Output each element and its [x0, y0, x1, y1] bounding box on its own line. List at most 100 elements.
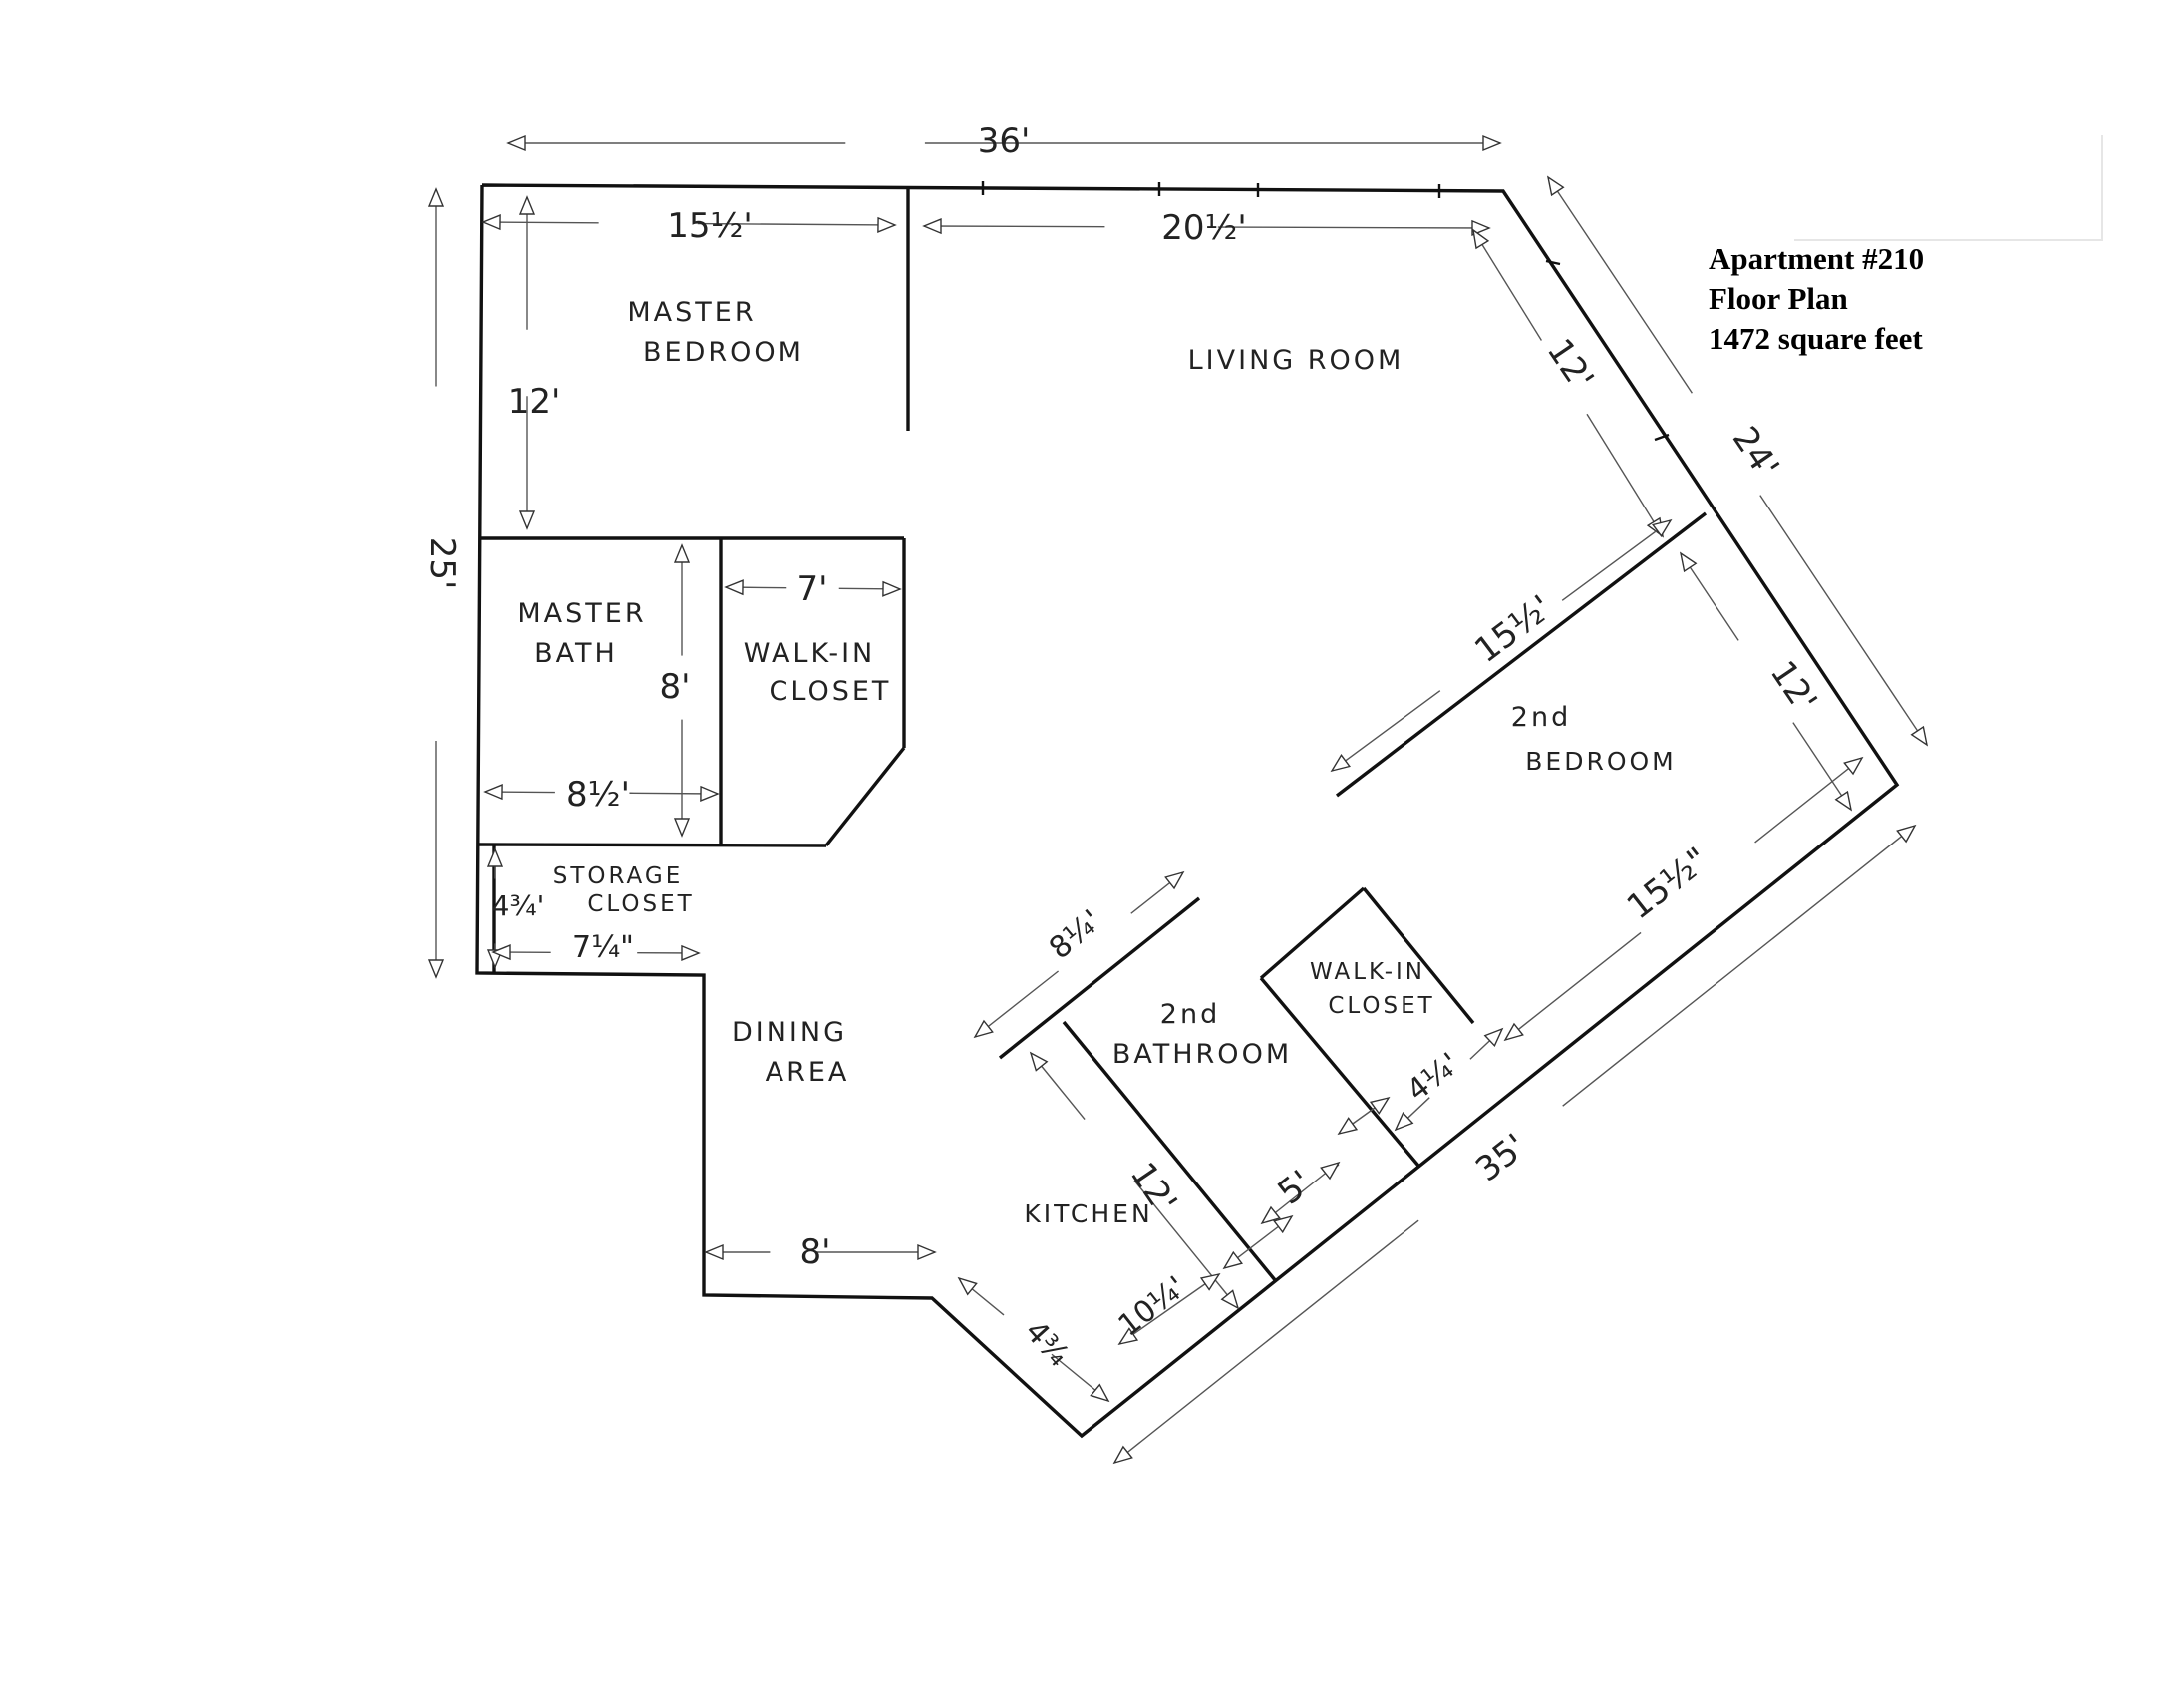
room-label-master-bath-l1: MASTER — [517, 598, 646, 629]
dim-label-storage-depth: 4¾' — [492, 889, 545, 922]
scan-edge-line — [1794, 239, 2103, 241]
scan-edge-line — [2101, 135, 2103, 240]
dim-label-kitchen-width: 10¼' — [1112, 1269, 1193, 1343]
wall-closet2-bottom — [1259, 976, 1420, 1168]
room-label-storage-closet-l1: STORAGE — [553, 863, 684, 889]
room-label-storage-closet-l2: CLOSET — [587, 891, 694, 917]
dim-label-bathroom-wall: 8¼' — [1043, 903, 1108, 966]
dim-master-bath-width-end-arrowhead — [700, 785, 720, 802]
wall-tick — [1654, 433, 1670, 442]
dim-dining-width-end-arrowhead — [917, 1243, 937, 1261]
dim-kitchen-width-left-start-arrowhead — [1117, 1327, 1139, 1346]
dim-corner-wall-start-arrowhead — [957, 1276, 978, 1296]
dim-bathroom-wall-end-arrowhead — [1164, 870, 1185, 890]
dim-label-dining-width: 8' — [800, 1232, 831, 1272]
dim-second-bedroom-depth-end-arrowhead — [1834, 790, 1853, 812]
room-label-second-bedroom-l1: 2nd — [1511, 702, 1571, 733]
dim-storage-width-start-arrowhead — [491, 944, 511, 961]
dim-living-room-diag-start-arrowhead — [1472, 228, 1490, 250]
room-label-master-bath-l2: BATH — [534, 638, 618, 669]
dim-living-room-width — [923, 225, 1105, 228]
title-block: Apartment #210 Floor Plan 1472 square fe… — [1709, 239, 1924, 359]
dim-label-walk-in-closet-2-width: 4¼' — [1401, 1046, 1466, 1108]
dim-living-room-diag — [1586, 413, 1664, 537]
dim-overall-width-end-arrowhead — [1482, 134, 1502, 152]
wall-bath-top-diag — [998, 896, 1201, 1060]
apartment-number: Apartment #210 — [1709, 241, 1925, 276]
wall-bath-bottom — [477, 843, 827, 847]
dim-kitchen-width-right-end-arrowhead — [1273, 1214, 1294, 1234]
wall-ticks — [981, 181, 1670, 442]
dim-storage-depth-start-arrowhead — [486, 847, 504, 867]
dim-bathroom-wall — [974, 970, 1060, 1038]
dim-master-bedroom-width-start-arrowhead — [481, 214, 501, 231]
dim-bathroom-width-left-end-arrowhead — [1320, 1161, 1341, 1181]
dim-label-living-room-width: 20½' — [1161, 208, 1247, 248]
dim-bathroom-width-left-start-arrowhead — [1260, 1205, 1281, 1225]
dim-living-partition-end-arrowhead — [1652, 518, 1673, 537]
dim-diagonal-bottom — [1562, 825, 1916, 1107]
room-label-dining-area-l1: DINING — [732, 1017, 847, 1048]
room-label-kitchen: KITCHEN — [1024, 1199, 1152, 1228]
room-label-walk-in-closet-2-l2: CLOSET — [1328, 993, 1434, 1019]
dim-master-bedroom-width — [697, 222, 896, 226]
dim-walk-in-closet-2-width-end-arrowhead — [1483, 1027, 1504, 1048]
dim-label-diagonal-bottom: 35' — [1468, 1126, 1534, 1189]
wall-living-partition — [1335, 511, 1708, 798]
dim-living-partition — [1561, 519, 1672, 601]
dim-diagonal-bottom-end-arrowhead — [1896, 824, 1917, 844]
dim-walk-in-closet-width-end-arrowhead — [882, 580, 902, 597]
dim-living-room-diag — [1472, 229, 1542, 341]
dim-label-bathroom-width: 5' — [1271, 1163, 1320, 1213]
wall-closet-corner — [824, 746, 906, 847]
room-label-walk-in-closet-l1: WALK-IN — [744, 638, 876, 669]
dim-master-bedroom-width-end-arrowhead — [877, 216, 897, 233]
dim-label-corner-wall: 4¾ — [1018, 1314, 1076, 1373]
dim-overall-height-start-arrowhead — [427, 187, 445, 207]
dim-label-overall-width: 36' — [978, 121, 1031, 161]
dim-label-walk-in-closet-width: 7' — [797, 569, 828, 609]
dim-kitchen-width-left — [1118, 1273, 1220, 1345]
room-label-walk-in-closet-l2: CLOSET — [770, 676, 892, 707]
room-label-dining-area-l2: AREA — [766, 1057, 850, 1088]
dim-second-bedroom-width-end-arrowhead — [1843, 756, 1864, 776]
dim-master-bedroom-depth-end-arrowhead — [518, 510, 536, 530]
dim-walk-in-closet-2-width-start-arrowhead — [1394, 1111, 1414, 1132]
dim-overall-height-end-arrowhead — [427, 959, 445, 979]
wall-tick — [1545, 259, 1561, 266]
outer-wall — [475, 183, 1900, 1439]
dim-dining-width-start-arrowhead — [704, 1243, 724, 1261]
dim-master-bedroom-width — [482, 221, 599, 224]
wall-closet2-left — [1259, 886, 1366, 980]
dim-walk-in-closet-width-start-arrowhead — [724, 579, 744, 596]
dim-label-master-bath-width: 8½' — [566, 775, 630, 815]
dim-storage-width-end-arrowhead — [681, 944, 701, 961]
dim-label-master-bath-depth: 8' — [660, 667, 691, 707]
dim-living-partition — [1331, 690, 1441, 772]
dim-label-storage-width: 7¼" — [572, 930, 634, 965]
dim-living-room-width-end-arrowhead — [1471, 219, 1491, 236]
dim-diagonal-bottom — [1113, 1219, 1419, 1464]
wall-bath-left-diag — [1062, 1020, 1278, 1283]
dim-master-bedroom-depth-start-arrowhead — [518, 195, 536, 215]
dim-living-room-width — [1217, 226, 1490, 229]
room-label-second-bedroom-l2: BEDROOM — [1525, 747, 1677, 776]
dim-diagonal-bottom-start-arrowhead — [1112, 1445, 1133, 1465]
dim-label-living-room-diag: 12' — [1539, 332, 1602, 398]
room-labels: MASTER BEDROOM LIVING ROOM MASTER BATH W… — [517, 297, 1677, 1228]
dim-second-bedroom-width — [1504, 931, 1642, 1041]
dim-master-bath-depth-end-arrowhead — [673, 818, 691, 838]
dim-label-master-bedroom-depth: 12' — [508, 382, 561, 422]
wall-closet2-right — [1362, 886, 1475, 1025]
dim-label-second-bedroom-width: 15½" — [1620, 840, 1716, 927]
room-label-second-bathroom-l1: 2nd — [1160, 999, 1220, 1030]
room-label-master-bedroom-l2: BEDROOM — [643, 337, 804, 368]
dim-master-bath-width-start-arrowhead — [483, 784, 503, 801]
dim-bathroom-width-right-end-arrowhead — [1369, 1096, 1391, 1115]
dim-corner-wall-end-arrowhead — [1090, 1383, 1110, 1403]
dim-diagonal-right-start-arrowhead — [1546, 175, 1565, 197]
room-label-walk-in-closet-2-l1: WALK-IN — [1310, 959, 1425, 985]
dim-second-bedroom-width-start-arrowhead — [1503, 1022, 1524, 1042]
dimension-lines — [427, 134, 1929, 1465]
dim-label-diagonal-right: 24' — [1724, 420, 1787, 486]
